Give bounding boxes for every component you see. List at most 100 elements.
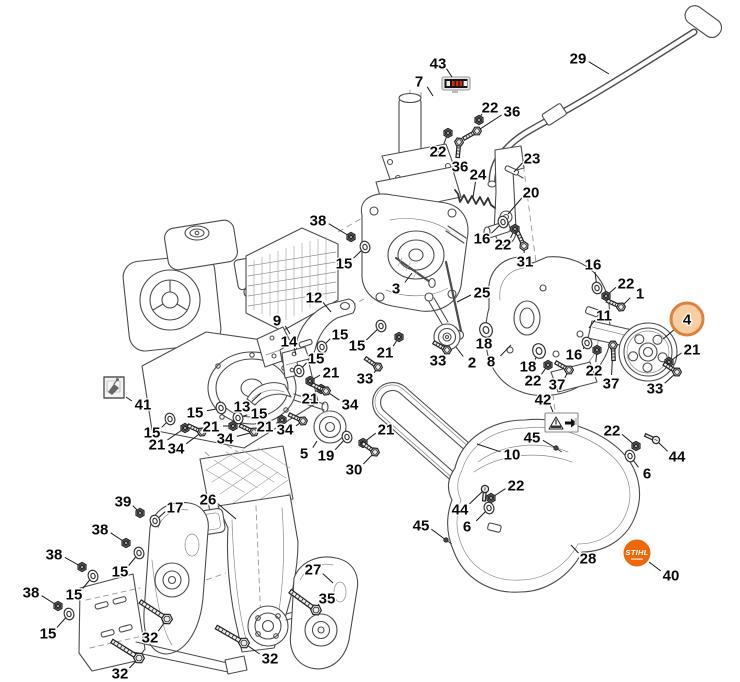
callout-10[interactable]: 10 [502, 445, 521, 465]
fastener-washer-glyph [215, 401, 227, 415]
callout-24[interactable]: 24 [468, 165, 488, 185]
callout-16[interactable]: 16 [472, 229, 491, 249]
fastener-washer-glyph [375, 319, 387, 333]
callout-33[interactable]: 33 [355, 369, 374, 389]
callout-28[interactable]: 28 [578, 549, 597, 569]
fastener-nut-glyph [180, 422, 190, 434]
callout-22[interactable]: 22 [428, 142, 447, 162]
callout-14[interactable]: 14 [279, 332, 299, 352]
callout-4[interactable]: 4 [682, 310, 694, 330]
callout-32[interactable]: 32 [140, 628, 159, 648]
callout-37[interactable]: 37 [547, 375, 566, 395]
callout-44[interactable]: 44 [667, 447, 687, 467]
callout-35[interactable]: 35 [317, 589, 336, 609]
callout-18[interactable]: 18 [518, 357, 537, 377]
callout-21[interactable]: 21 [147, 435, 166, 455]
callout-21[interactable]: 21 [376, 420, 395, 440]
engine-drawing [122, 219, 339, 449]
callout-34[interactable]: 34 [215, 429, 235, 449]
callout-15[interactable]: 15 [185, 403, 204, 423]
callout-22[interactable]: 22 [616, 274, 635, 294]
callout-22[interactable]: 22 [493, 235, 512, 255]
callout-45[interactable]: 45 [411, 516, 430, 536]
callout-41[interactable]: 41 [133, 395, 152, 415]
callout-44[interactable]: 44 [450, 500, 470, 520]
callout-21[interactable]: 21 [255, 417, 274, 437]
callout-15[interactable]: 15 [38, 624, 57, 644]
callout-38[interactable]: 38 [308, 211, 327, 231]
callout-33[interactable]: 33 [645, 379, 664, 399]
callout-6[interactable]: 6 [642, 464, 653, 484]
callout-45[interactable]: 45 [522, 428, 541, 448]
callout-15[interactable]: 15 [306, 349, 325, 369]
callout-22[interactable]: 22 [602, 421, 621, 441]
callout-32[interactable]: 32 [260, 649, 279, 669]
idler-pulley-drawing [313, 410, 347, 444]
callout-7[interactable]: 7 [414, 72, 425, 92]
callout-34[interactable]: 34 [275, 420, 295, 440]
callout-43[interactable]: 43 [428, 54, 447, 74]
callout-15[interactable]: 15 [249, 404, 268, 424]
callout-22[interactable]: 22 [480, 98, 499, 118]
callout-6[interactable]: 6 [462, 517, 473, 537]
callout-9[interactable]: 9 [272, 311, 283, 331]
leader-line [570, 544, 579, 554]
callout-34[interactable]: 34 [340, 395, 360, 415]
callout-38[interactable]: 38 [21, 583, 40, 603]
callout-42[interactable]: 42 [533, 390, 552, 410]
callout-15[interactable]: 15 [330, 325, 349, 345]
callout-30[interactable]: 30 [344, 460, 363, 480]
callout-22[interactable]: 22 [506, 476, 525, 496]
callout-21[interactable]: 21 [321, 363, 340, 383]
fastener-nut-glyph [394, 331, 404, 343]
callout-15[interactable]: 15 [347, 336, 366, 356]
chaincase-drawing [199, 445, 337, 653]
fastener-nut-glyph [592, 344, 602, 356]
callout-1[interactable]: 1 [635, 284, 646, 304]
callout-21[interactable]: 21 [682, 340, 701, 360]
callout-31[interactable]: 31 [515, 252, 534, 272]
callout-8[interactable]: 8 [486, 352, 497, 372]
callout-15[interactable]: 15 [142, 423, 161, 443]
callout-32[interactable]: 32 [110, 664, 129, 682]
callout-22[interactable]: 22 [584, 361, 603, 381]
callout-23[interactable]: 23 [522, 149, 541, 169]
callout-15[interactable]: 15 [334, 254, 353, 274]
callout-38[interactable]: 38 [44, 545, 63, 565]
callout-16[interactable]: 16 [564, 345, 583, 365]
callout-36[interactable]: 36 [450, 157, 469, 177]
callout-21[interactable]: 21 [201, 417, 220, 437]
callout-40[interactable]: 40 [661, 566, 680, 586]
callout-36[interactable]: 36 [502, 102, 521, 122]
callout-15[interactable]: 15 [110, 562, 129, 582]
callout-2[interactable]: 2 [467, 353, 478, 373]
callout-13[interactable]: 13 [232, 397, 251, 417]
callout-25[interactable]: 25 [472, 283, 491, 303]
callout-12[interactable]: 12 [304, 288, 323, 308]
callout-5[interactable]: 5 [299, 444, 310, 464]
callout-11[interactable]: 11 [595, 306, 613, 326]
callout-16[interactable]: 16 [583, 255, 602, 275]
callout-20[interactable]: 20 [521, 183, 540, 203]
callout-26[interactable]: 26 [198, 490, 217, 510]
callout-39[interactable]: 39 [113, 492, 132, 512]
callout-22[interactable]: 22 [523, 371, 542, 391]
callout-19[interactable]: 19 [316, 446, 335, 466]
fastener-bolt-glyph [287, 412, 309, 426]
callout-27[interactable]: 27 [303, 560, 322, 580]
callout-21[interactable]: 21 [300, 389, 319, 409]
fastener-washer-lg-glyph [479, 322, 493, 338]
callout-33[interactable]: 33 [428, 351, 447, 371]
fastener-screw-glyph [480, 484, 490, 502]
callout-21[interactable]: 21 [375, 343, 394, 363]
leader-line [648, 561, 662, 572]
callout-17[interactable]: 17 [165, 498, 184, 518]
callout-38[interactable]: 38 [90, 520, 109, 540]
callout-18[interactable]: 18 [474, 334, 493, 354]
callout-37[interactable]: 37 [601, 374, 620, 394]
callout-15[interactable]: 15 [64, 585, 83, 605]
fastener-washer-glyph [87, 569, 99, 583]
callout-3[interactable]: 3 [391, 279, 402, 299]
callout-34[interactable]: 34 [166, 439, 186, 459]
callout-29[interactable]: 29 [568, 49, 587, 69]
